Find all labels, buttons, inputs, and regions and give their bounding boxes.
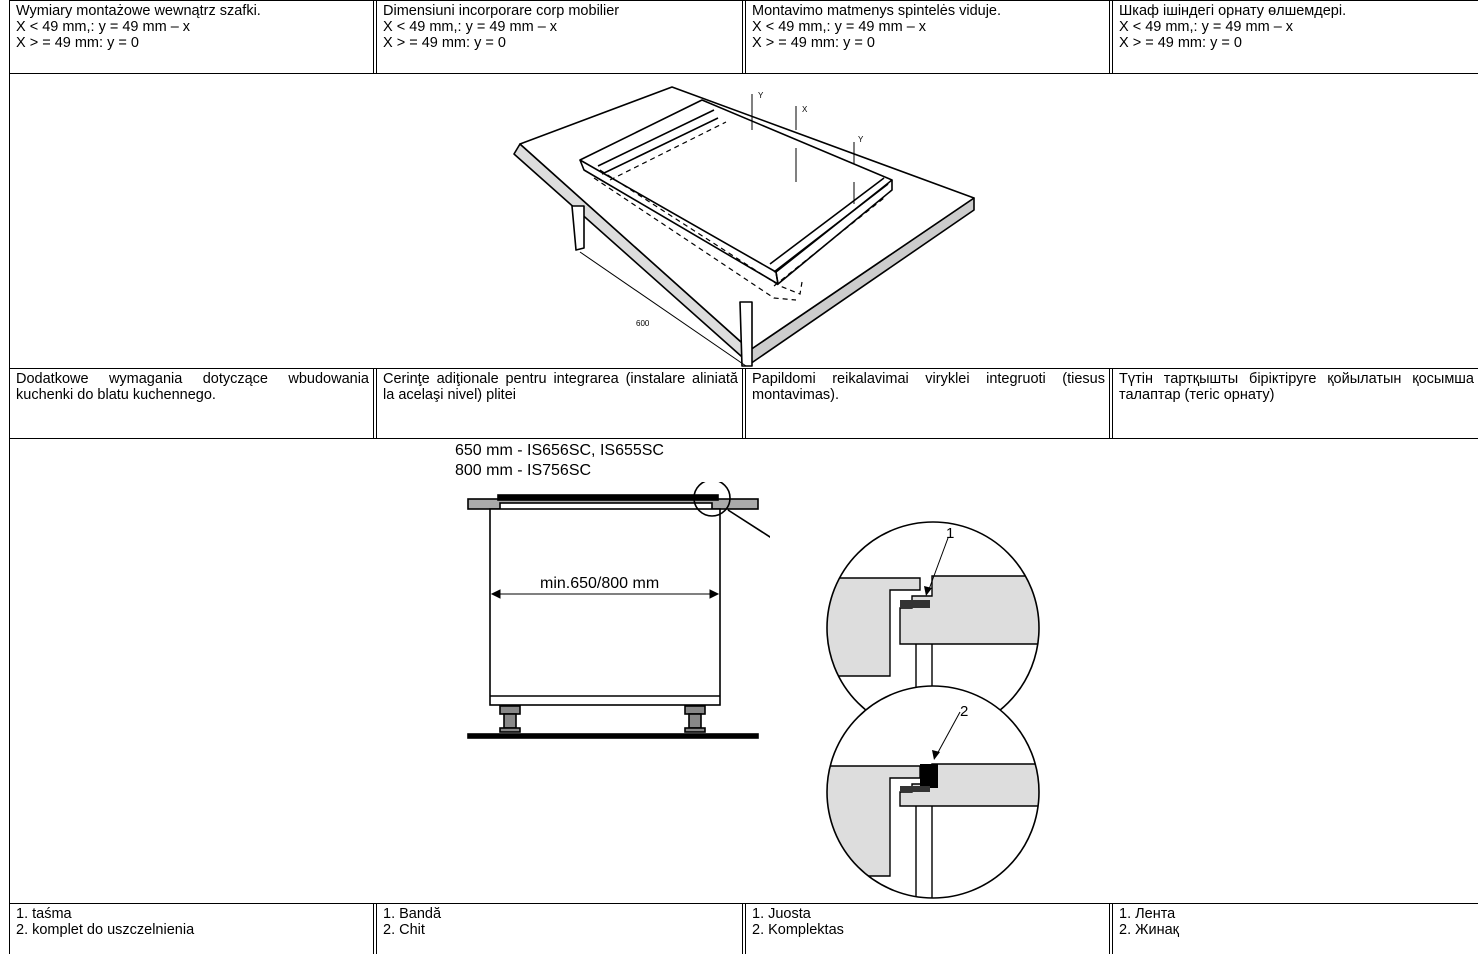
rule-top: [9, 0, 1478, 1]
width-dimension-label: min.650/800 mm: [540, 575, 659, 592]
cabinet-side-right: [739, 301, 753, 367]
dim-label-600: 600: [636, 319, 650, 328]
legend-item-1: 1. Лента: [1119, 906, 1176, 922]
header-title: Шкаф ішіндегі орнату өлшемдері.: [1119, 3, 1347, 19]
dim-label-x: X: [802, 105, 808, 114]
flush-install-cabinet-drawing: min.650/800 mm: [467, 482, 770, 739]
hob-glass: [497, 494, 719, 501]
header-formula-1: X < 49 mm,: y = 49 mm – x: [383, 19, 558, 35]
double-rule-2b: [742, 368, 746, 439]
requirements-cell-ro: Cerinţe adiţionale pentru integrarea (in…: [383, 371, 738, 403]
legend-cell-lt: 1. Juosta 2. Komplektas: [746, 905, 1109, 954]
legend-item-1: 1. Bandă: [383, 906, 442, 922]
cabinet-side-left: [571, 205, 585, 251]
legend-item-2: 2. komplet do uszczelnienia: [16, 922, 195, 938]
double-rule-2c: [742, 903, 746, 954]
header-formula-2: X > = 49 mm: y = 0: [383, 35, 506, 51]
double-rule-1a: [373, 0, 377, 74]
detail-sealant: [827, 686, 1039, 898]
double-rule-2a: [742, 0, 746, 74]
header-cell-ro: Dimensiuni incorporare corp mobilier X <…: [377, 2, 742, 73]
cabinet-body: [489, 508, 721, 706]
header-cell-pl: Wymiary montażowe wewnątrz szafki. X < 4…: [10, 2, 373, 73]
header-title: Montavimo matmenys spintelės viduje.: [752, 3, 1002, 19]
floor-line: [467, 733, 759, 739]
double-rule-1c: [373, 903, 377, 954]
legend-item-1: 1. Juosta: [752, 906, 811, 922]
header-formula-1: X < 49 mm,: y = 49 mm – x: [752, 19, 927, 35]
header-title: Dimensiuni incorporare corp mobilier: [383, 3, 620, 19]
rule-figure2-bottom: [9, 903, 1478, 904]
legend-cell-pl: 1. taśma 2. komplet do uszczelnienia: [10, 905, 373, 954]
requirements-cell-kk: Түтін тартқышты біріктіруге қойылатын қо…: [1119, 371, 1474, 403]
cutout-isometric-drawing: Y X Y 600: [513, 86, 975, 367]
rule-header-bottom: [9, 73, 1478, 74]
rule-left: [9, 0, 10, 954]
requirements-cell-lt: Papildomi reikalavimai viryklei integruo…: [752, 371, 1105, 403]
header-title: Wymiary montażowe wewnątrz szafki.: [16, 3, 261, 19]
header-cell-kk: Шкаф ішіндегі орнату өлшемдері. X < 49 m…: [1113, 2, 1478, 73]
legend-cell-ro: 1. Bandă 2. Chit: [377, 905, 742, 954]
header-formula-1: X < 49 mm,: y = 49 mm – x: [1119, 19, 1294, 35]
header-formula-1: X < 49 mm,: y = 49 mm – x: [16, 19, 191, 35]
header-formula-2: X > = 49 mm: y = 0: [1119, 35, 1242, 51]
legend-item-2: 2. Жинақ: [1119, 922, 1180, 938]
detail-circle-marker: [693, 482, 731, 517]
dim-label-y2: Y: [858, 135, 864, 144]
callout-2: 2: [960, 703, 968, 720]
seal-detail-drawing: 1 2: [826, 521, 1040, 899]
double-rule-3a: [1109, 0, 1113, 74]
legend-cell-kk: 1. Лента 2. Жинақ: [1113, 905, 1478, 954]
header-formula-2: X > = 49 mm: y = 0: [16, 35, 139, 51]
double-rule-3c: [1109, 903, 1113, 954]
legend-item-2: 2. Komplektas: [752, 922, 844, 938]
requirements-cell-pl: Dodatkowe wymagania dotyczące wbudowania…: [16, 371, 369, 403]
rule-figure1-bottom: [9, 368, 1478, 369]
legend-item-1: 1. taśma: [16, 906, 72, 922]
legend-item-2: 2. Chit: [383, 922, 425, 938]
callout-1: 1: [946, 525, 954, 542]
dim-label-y1: Y: [758, 91, 764, 100]
model-line-1: 650 mm - IS656SC, IS655SC: [455, 442, 664, 459]
header-cell-lt: Montavimo matmenys spintelės viduje. X <…: [746, 2, 1109, 73]
double-rule-1b: [373, 368, 377, 439]
double-rule-3b: [1109, 368, 1113, 439]
header-formula-2: X > = 49 mm: y = 0: [752, 35, 875, 51]
rule-requirements-bottom: [9, 438, 1478, 439]
model-line-2: 800 mm - IS756SC: [455, 462, 592, 479]
